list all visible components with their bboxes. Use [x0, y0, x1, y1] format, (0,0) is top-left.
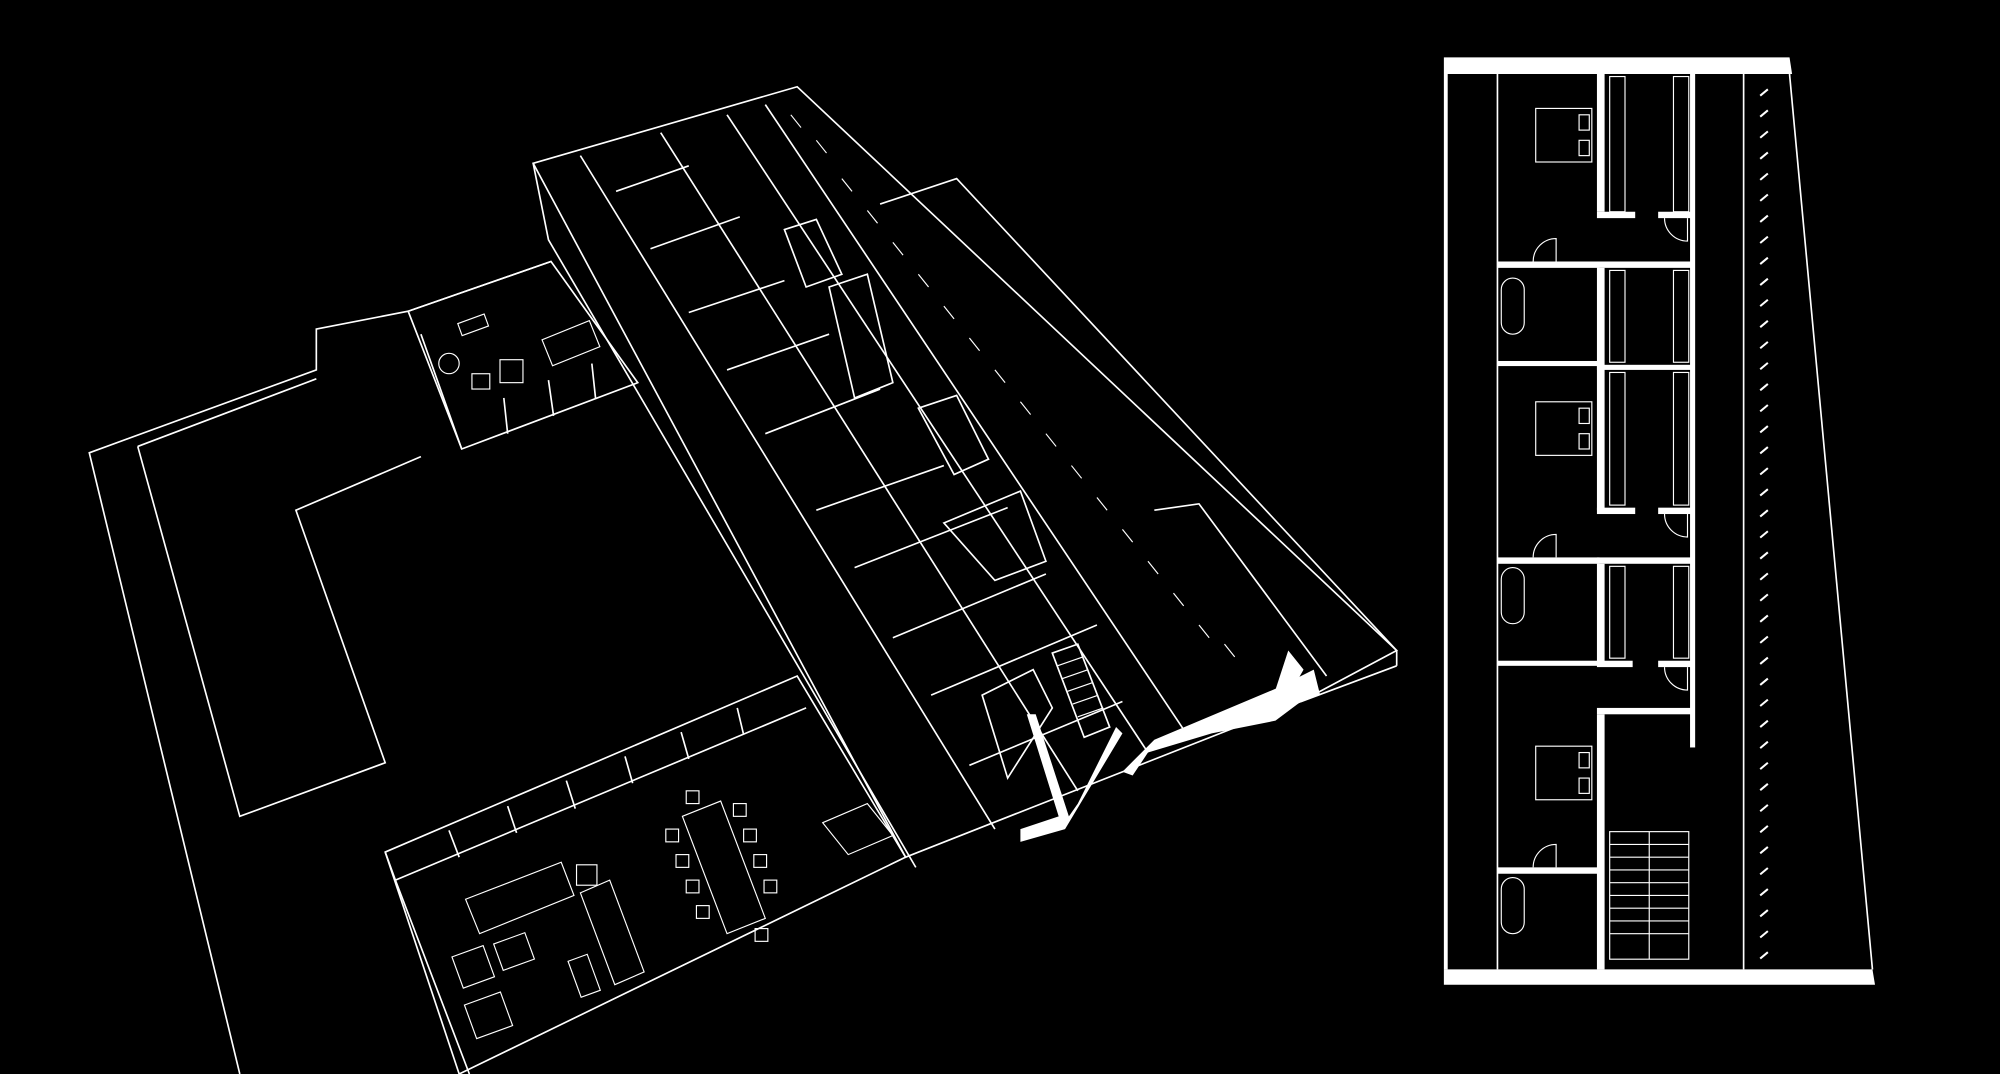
parking-mark	[1759, 698, 1769, 707]
top-wall	[1443, 57, 1793, 74]
armchair	[451, 944, 496, 989]
main-building	[531, 85, 1399, 868]
coffee-table	[492, 931, 536, 972]
parking-mark	[1759, 867, 1769, 876]
floor-plan-view	[1443, 57, 1875, 985]
parking-mark	[1759, 783, 1769, 791]
parking-mark	[1759, 362, 1769, 371]
parking-mark	[1759, 530, 1769, 539]
parking-mark	[1759, 804, 1769, 813]
parking-mark	[1759, 761, 1769, 770]
parking-mark	[1759, 635, 1769, 644]
parking-mark	[1759, 677, 1769, 686]
parking-mark	[1759, 551, 1769, 560]
axonometric-view	[88, 85, 1399, 1074]
counter	[821, 802, 894, 856]
parking-mark	[1759, 951, 1769, 960]
parking-mark	[1759, 277, 1769, 286]
parking-mark	[1759, 298, 1769, 307]
parking-mark	[1759, 846, 1769, 855]
closets	[1609, 75, 1690, 659]
stair-plan	[1609, 831, 1690, 960]
doors	[1532, 218, 1689, 868]
bathtubs	[1500, 277, 1525, 935]
bottom-wall	[1443, 969, 1875, 985]
parking-mark	[1759, 909, 1769, 918]
parking-mark	[1759, 193, 1769, 202]
parking-mark	[1759, 88, 1769, 97]
parking-mark	[1759, 172, 1769, 181]
parking-mark	[1759, 341, 1769, 350]
armchair	[463, 991, 514, 1040]
parking-mark	[1759, 572, 1769, 581]
parking-mark	[1759, 151, 1769, 160]
facade-fins	[790, 114, 1236, 658]
parking-mark	[1759, 614, 1769, 623]
parking-mark	[1759, 214, 1769, 223]
beds	[1535, 107, 1593, 801]
parking-mark	[1759, 235, 1769, 244]
parking-mark	[1759, 109, 1769, 118]
small-room	[407, 260, 640, 451]
parking-mark	[1759, 446, 1769, 455]
parking-mark	[1759, 404, 1769, 413]
slanted-facade	[1788, 73, 1874, 970]
lounge-wing	[384, 674, 907, 1074]
parking-mark	[1759, 825, 1769, 834]
side-table	[567, 953, 602, 998]
stool	[575, 864, 598, 886]
parking-mark	[1759, 320, 1769, 328]
dining-table	[681, 800, 767, 935]
parking-mark	[1759, 930, 1769, 939]
parking-mark	[1759, 740, 1769, 749]
parking-mark	[1759, 383, 1769, 392]
parking-mark	[1759, 488, 1769, 497]
left-wall	[1443, 73, 1448, 970]
parking-marks	[1759, 88, 1769, 960]
parking-mark	[1759, 130, 1769, 139]
parking-mark	[1759, 467, 1769, 476]
cut-section-walls	[1020, 650, 1321, 842]
parking-mark	[1759, 256, 1769, 265]
sofa	[464, 861, 645, 986]
stair	[1051, 643, 1111, 739]
chairs	[665, 790, 778, 942]
parking-mark	[1759, 593, 1769, 602]
parking-mark	[1759, 656, 1769, 665]
parking-mark	[1759, 425, 1769, 434]
parking-mark	[1759, 509, 1769, 518]
parking-mark	[1759, 719, 1769, 728]
room-partitions	[615, 165, 1123, 781]
parking-mark	[1759, 888, 1769, 897]
